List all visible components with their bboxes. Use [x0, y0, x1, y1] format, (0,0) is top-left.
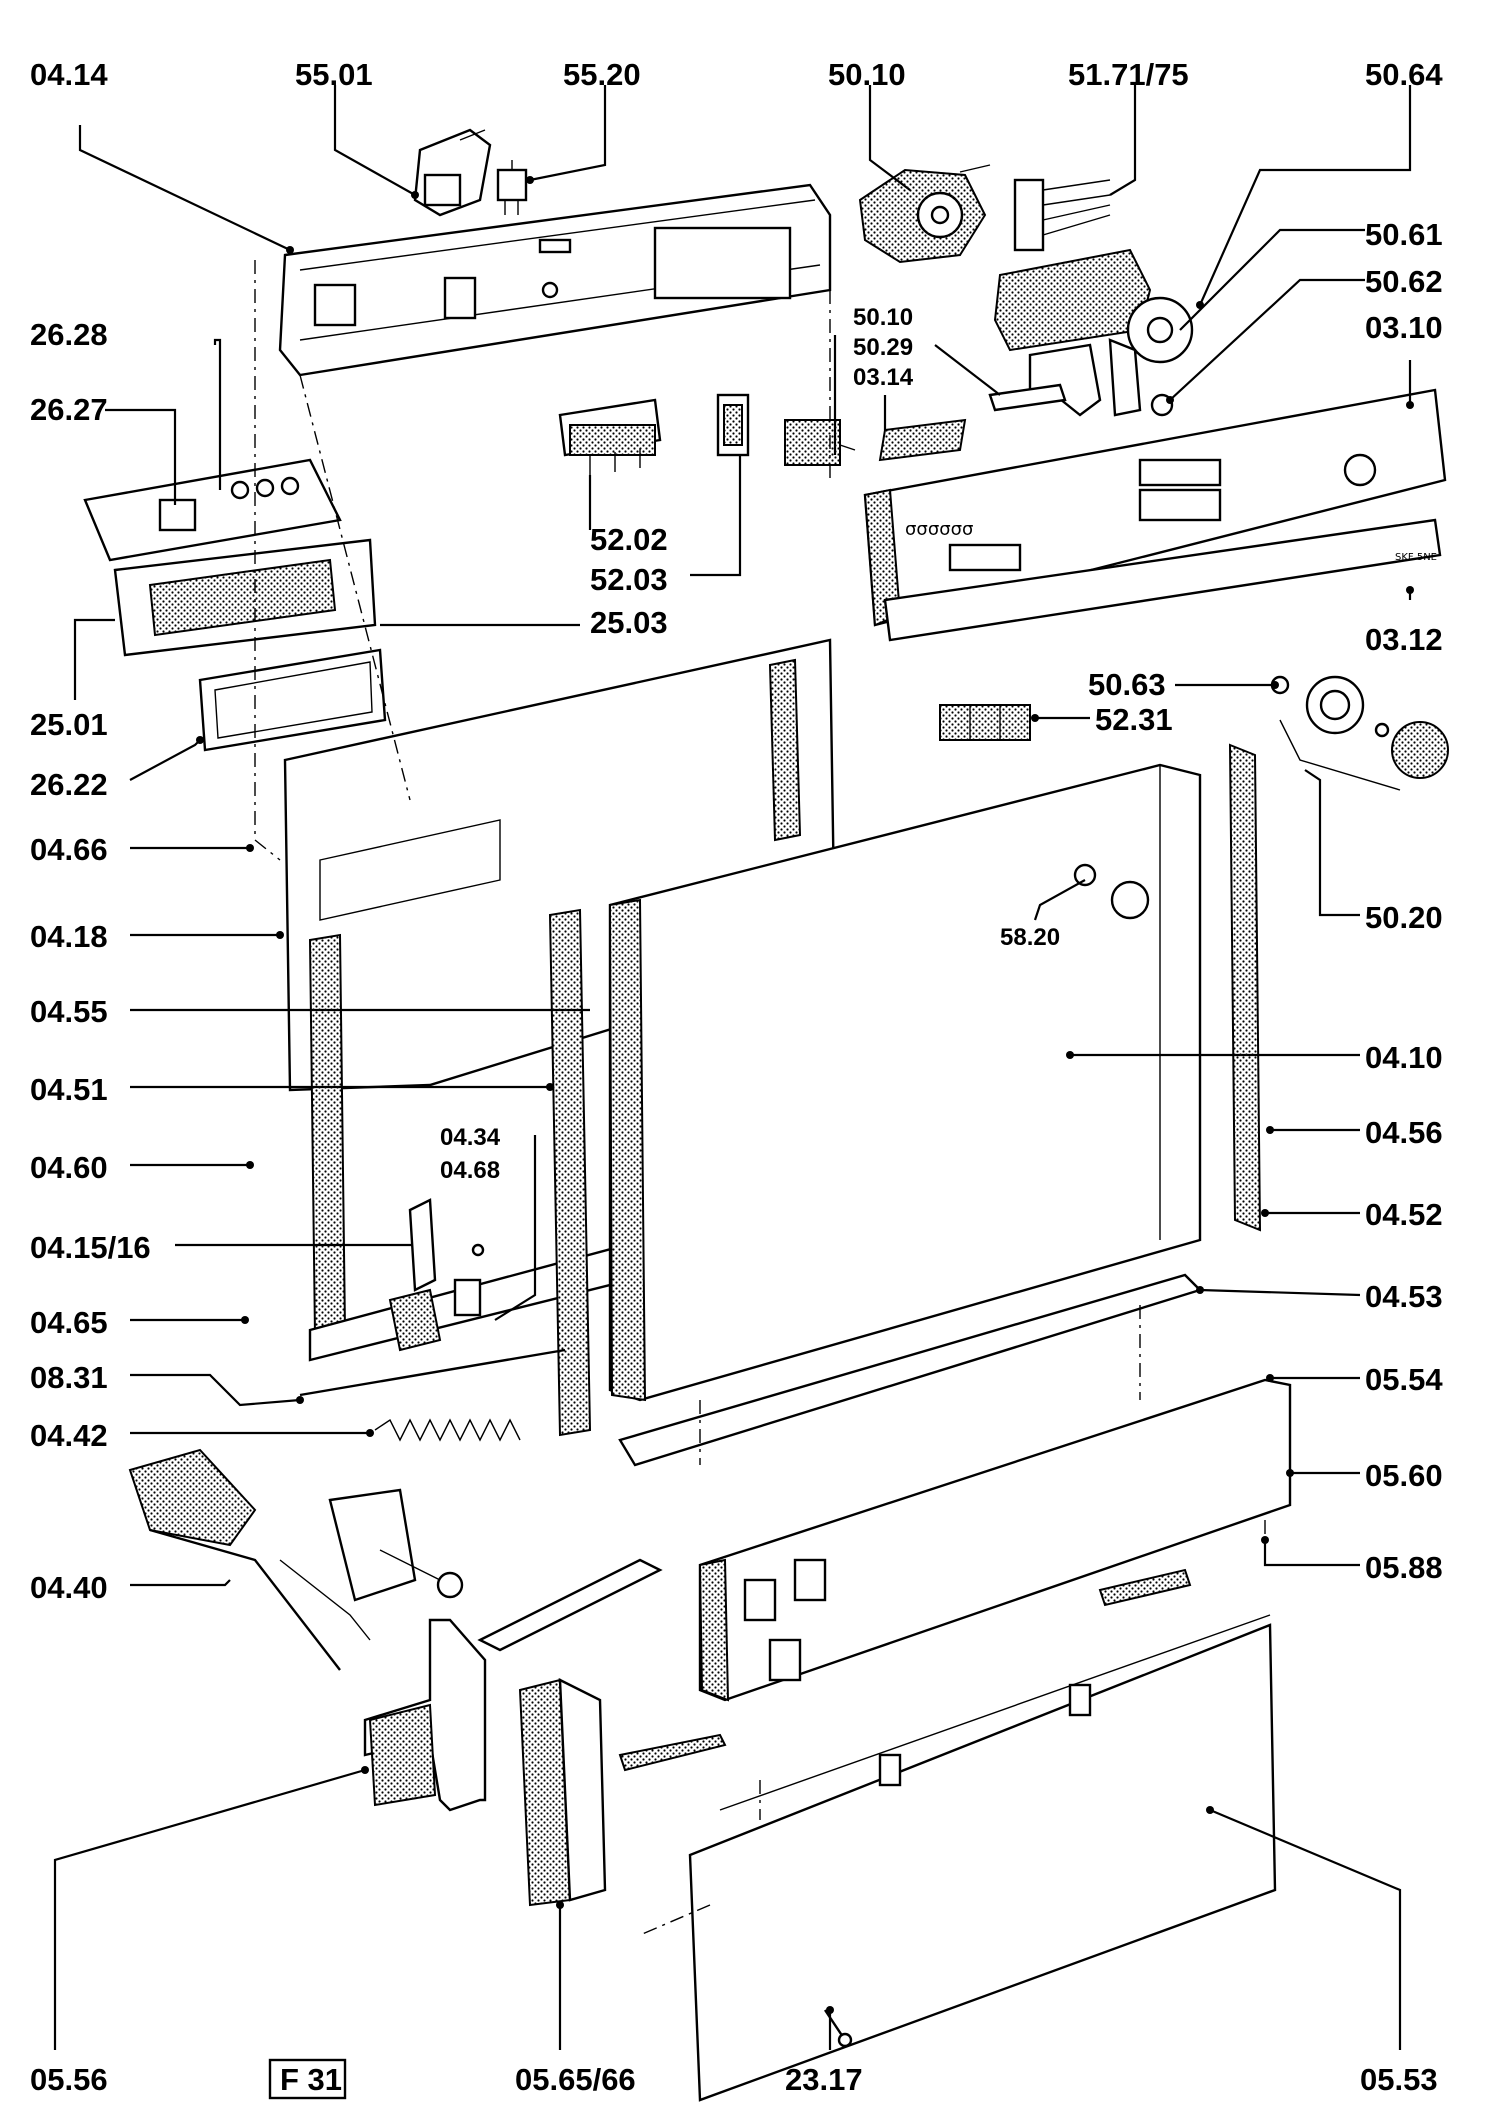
label-25-03: 25.03: [590, 605, 668, 640]
hinge-rod-part: [299, 1348, 566, 1397]
leader-lines: [53, 85, 1412, 2050]
label-26-22: 26.22: [30, 767, 108, 802]
side-seal-left-part: [548, 908, 592, 1437]
lens-03-14-part: [878, 418, 967, 462]
label-05-65-66: 05.65/66: [515, 2062, 636, 2097]
label-58-20: 58.20: [1000, 924, 1060, 951]
side-bracket-part: [518, 1678, 607, 1907]
gasket-part: [198, 648, 387, 752]
side-seal-right-part: [1228, 743, 1262, 1232]
label-04-40: 04.40: [30, 1570, 108, 1605]
button-block-part: [939, 704, 1031, 741]
door-knob-part: [1073, 863, 1150, 920]
label-04-60: 04.60: [30, 1150, 108, 1185]
label-55-20: 55.20: [563, 57, 641, 92]
label-50-61: 50.61: [1365, 217, 1443, 252]
switch-55-01-part: [413, 128, 492, 217]
label-50-10-mid: 50.10: [853, 304, 913, 331]
figure-badge-text: F 31: [280, 2062, 342, 2097]
label-04-14: 04.14: [30, 57, 108, 92]
control-panel-part: σσσσσσ: [863, 388, 1447, 627]
label-04-53: 04.53: [1365, 1279, 1443, 1314]
kickplate-part: [698, 1378, 1292, 1702]
label-55-01: 55.01: [295, 57, 373, 92]
outer-door-panel-part: [608, 763, 1202, 1402]
label-04-65: 04.65: [30, 1305, 108, 1340]
label-52-31: 52.31: [1095, 702, 1173, 737]
switch-55-20-part: [496, 160, 528, 215]
callout-labels: 04.14 55.01 55.20 50.10 51.71/75 50.64 5…: [30, 57, 1443, 2097]
label-04-15-16: 04.15/16: [30, 1230, 151, 1265]
label-04-66: 04.66: [30, 832, 108, 867]
label-50-29: 50.29: [853, 334, 913, 361]
label-52-02: 52.02: [590, 522, 668, 557]
figure-badge: F 31: [268, 2058, 347, 2100]
label-03-12: 03.12: [1365, 622, 1443, 657]
label-52-03: 52.03: [590, 562, 668, 597]
label-03-14: 03.14: [853, 364, 914, 391]
label-05-53: 05.53: [1360, 2062, 1438, 2097]
label-23-17: 23.17: [785, 2062, 863, 2097]
screw-part: [824, 2009, 853, 2048]
label-26-28: 26.28: [30, 317, 108, 352]
label-26-27: 26.27: [30, 392, 108, 427]
lever-50-29-part: [988, 383, 1067, 412]
dispenser-housing-part: [113, 538, 377, 657]
left-bracket-part: [363, 1558, 663, 1812]
label-50-20: 50.20: [1365, 900, 1443, 935]
timer-bracket-part: [993, 248, 1194, 417]
label-51-71-75: 51.71/75: [1068, 57, 1189, 92]
label-25-01: 25.01: [30, 707, 108, 742]
hinge-assembly-part: [128, 1448, 464, 1671]
label-50-64: 50.64: [1365, 57, 1443, 92]
label-04-10: 04.10: [1365, 1040, 1443, 1075]
label-04-55: 04.55: [30, 994, 108, 1029]
relay-52-03-part: [716, 393, 750, 457]
panel-strip-part: SKF 5NE: [883, 518, 1442, 642]
label-04-18: 04.18: [30, 919, 108, 954]
knob-assembly-part: [1270, 675, 1449, 791]
model-tag-text: SKF 5NE: [1395, 552, 1437, 563]
switch-block-52-02-part: [558, 398, 662, 475]
leader-dots: [196, 176, 1414, 2014]
timer-motor-part: [858, 164, 1111, 264]
latch-hardware-part: [388, 1198, 485, 1352]
label-03-10: 03.10: [1365, 310, 1443, 345]
label-05-54: 05.54: [1365, 1362, 1443, 1397]
module-50-10-part: [784, 419, 856, 466]
label-04-34: 04.34: [440, 1124, 501, 1151]
label-04-68: 04.68: [440, 1157, 500, 1184]
label-04-51: 04.51: [30, 1072, 108, 1107]
label-50-63: 50.63: [1088, 667, 1166, 702]
label-05-56: 05.56: [30, 2062, 108, 2097]
top-rail-part: [278, 183, 832, 377]
label-50-62: 50.62: [1365, 264, 1443, 299]
label-04-42: 04.42: [30, 1418, 108, 1453]
dispenser-cover-part: [83, 458, 342, 562]
label-08-31: 08.31: [30, 1360, 108, 1395]
wire-harness-part: [1013, 178, 1111, 252]
label-04-52: 04.52: [1365, 1197, 1443, 1232]
label-05-60: 05.60: [1365, 1458, 1443, 1493]
label-50-10-top: 50.10: [828, 57, 906, 92]
label-04-56: 04.56: [1365, 1115, 1443, 1150]
label-05-88: 05.88: [1365, 1550, 1443, 1585]
program-marks-text: σσσσσσ: [905, 519, 973, 540]
spring-part: [374, 1418, 521, 1442]
toe-panel-part: [618, 1568, 1277, 2102]
